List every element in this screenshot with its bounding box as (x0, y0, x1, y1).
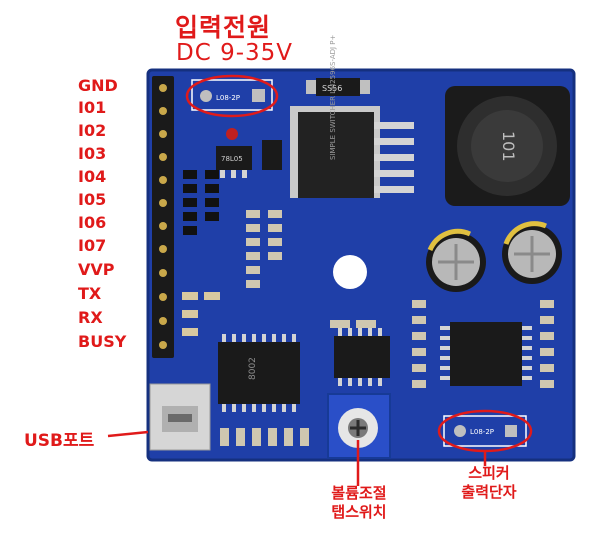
resistor-array-bottom (220, 428, 309, 446)
usb-port-label: USB포트 (24, 431, 95, 451)
pin-label-io3: I03 (78, 144, 107, 163)
amplifier-chip (440, 322, 532, 386)
pin-label-io7: I07 (78, 236, 107, 255)
connector-top-marking: L08-2P (216, 94, 240, 102)
usb-port (149, 383, 211, 451)
pin-label-io4: I04 (78, 167, 107, 186)
small-reg-marking: 78L05 (221, 155, 243, 163)
capacitor-1 (426, 228, 486, 292)
diode-marking: SS56 (322, 84, 342, 93)
controller-chip (334, 328, 390, 386)
switching-regulator: SIMPLE SWITCHER LM2596S-ADJ P+ (290, 34, 414, 198)
pin-label-io5: I05 (78, 190, 107, 209)
small-regulator: 78L05 (216, 128, 282, 178)
inductor: 101 (445, 86, 570, 206)
pin-label-gnd: GND (78, 76, 118, 95)
pads-left (182, 292, 220, 336)
volume-label: 볼륨조절 탭스위치 (304, 484, 414, 522)
speaker-label-line1: 스피커 (468, 464, 510, 482)
pin-label-io2: I02 (78, 121, 107, 140)
power-connector-highlight (185, 74, 279, 118)
mounting-hole (333, 255, 367, 289)
pin-label-io6: I06 (78, 213, 107, 232)
pin-header (152, 76, 174, 358)
pin-label-busy: BUSY (78, 332, 127, 351)
volume-label-line1: 볼륨조절 (331, 484, 387, 502)
regulator-marking: SIMPLE SWITCHER LM2596S-ADJ P+ (329, 34, 337, 160)
inductor-marking: 101 (499, 131, 518, 162)
diode-ss56: SS56 (306, 78, 370, 96)
speaker-label-line2: 출력단자 (461, 483, 517, 501)
resistor-array-mid (246, 210, 282, 288)
power-connector: L08-2P (185, 74, 279, 118)
resistor-array-left (183, 170, 219, 235)
pin-label-io1: I01 (78, 98, 107, 117)
pin-label-rx: RX (78, 308, 103, 327)
power-input-title: 입력전원 (175, 13, 272, 42)
chip-left-marking: 8002 (248, 357, 258, 380)
capacitor-2 (502, 221, 562, 284)
speaker-label: 스피커 출력단자 (444, 464, 534, 502)
pin-label-tx: TX (78, 284, 102, 303)
audio-chip-left: 8002 (218, 334, 300, 412)
volume-label-line2: 탭스위치 (331, 503, 387, 521)
resistor-array-right (330, 300, 554, 388)
connector-right-marking: L08-2P (470, 428, 494, 436)
pin-label-vvp: VVP (78, 260, 115, 279)
usb-pointer-line (107, 430, 149, 438)
power-input-voltage: DC 9-35V (176, 40, 294, 66)
